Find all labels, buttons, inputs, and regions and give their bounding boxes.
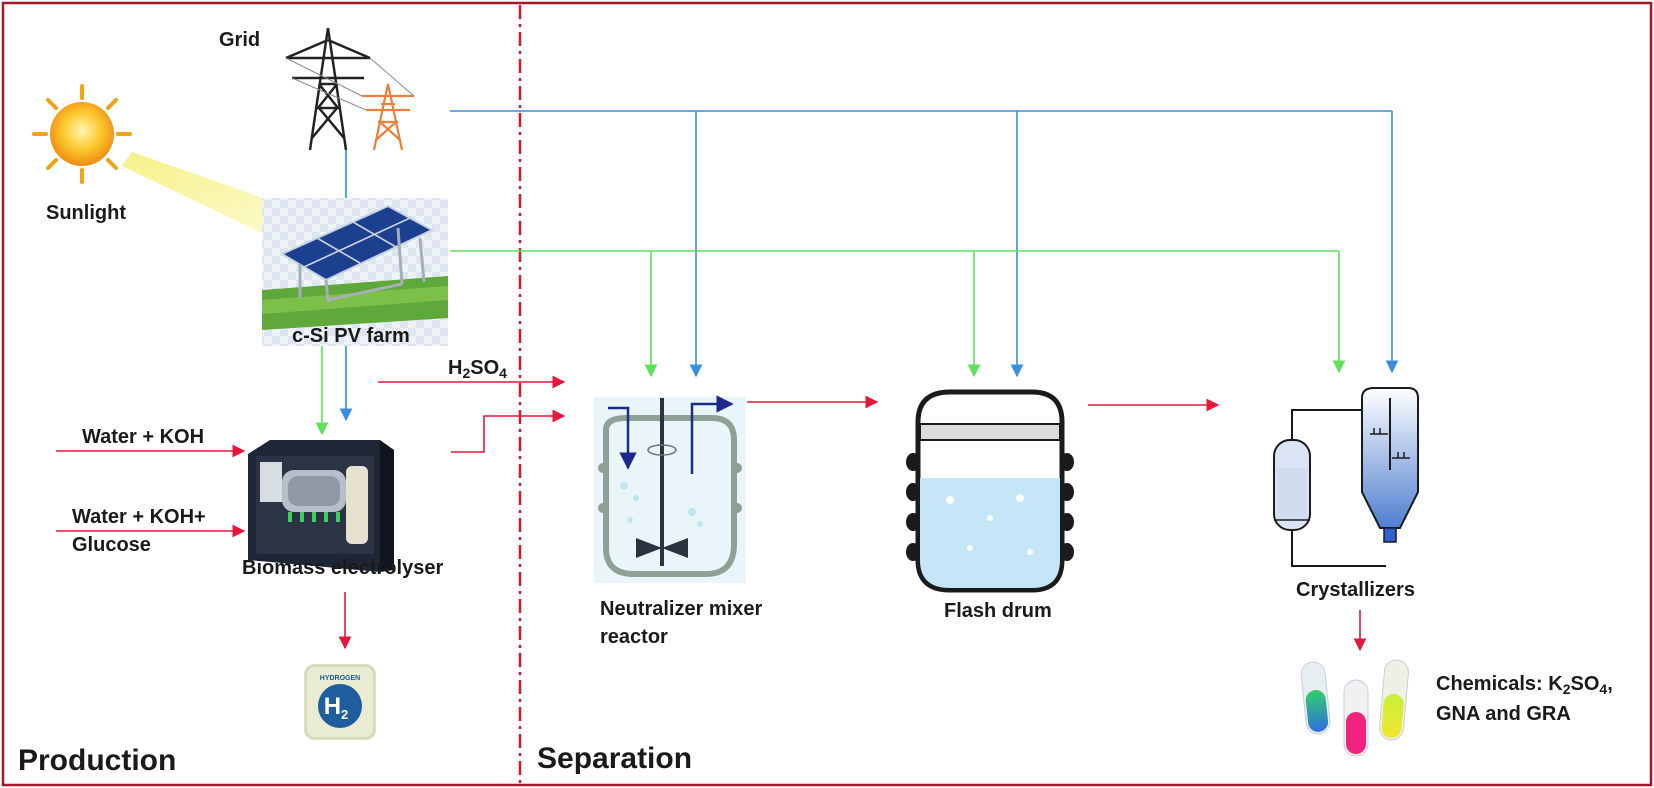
electrolyser-icon <box>248 440 394 572</box>
flash-drum-icon <box>906 389 1074 593</box>
power-tower-icon <box>285 27 415 151</box>
water-koh-glucose-label-line2: Glucose <box>72 534 151 556</box>
red-material-lines <box>56 375 1367 652</box>
hydrogen-badge-label: HYDROGEN <box>320 675 360 682</box>
blue-power-lines <box>339 110 1399 422</box>
grid-label: Grid <box>219 29 261 51</box>
water-koh-glucose-label-line1: Water + KOH+ <box>72 506 206 528</box>
test-tubes-icon <box>1300 659 1409 757</box>
sunlight-label: Sunlight <box>46 202 126 224</box>
neutralizer-label-line1: Neutralizer mixer <box>600 598 763 620</box>
pv-farm-label: c-Si PV farm <box>292 325 410 347</box>
chemicals-label-line1: Chemicals: K2SO4, <box>1436 673 1613 697</box>
hydrogen-icon: HYDROGEN H2 <box>304 664 376 740</box>
neutralizer-reactor-icon <box>594 395 746 583</box>
electrolyser-label: Biomass electrolyser <box>242 557 444 579</box>
water-koh-label: Water + KOH <box>82 426 205 448</box>
crystallizer-icon <box>1273 387 1419 567</box>
green-power-lines <box>315 250 1346 436</box>
neutralizer-label-line2: reactor <box>600 626 668 648</box>
flash-drum-label: Flash drum <box>944 600 1052 622</box>
solar-panel-icon <box>262 198 448 346</box>
crystallizers-label: Crystallizers <box>1296 579 1415 601</box>
separation-section-title: Separation <box>537 742 693 775</box>
chemicals-label-line2: GNA and GRA <box>1436 703 1571 725</box>
production-section-title: Production <box>18 744 177 777</box>
h2so4-label: H2SO4 <box>448 357 507 381</box>
